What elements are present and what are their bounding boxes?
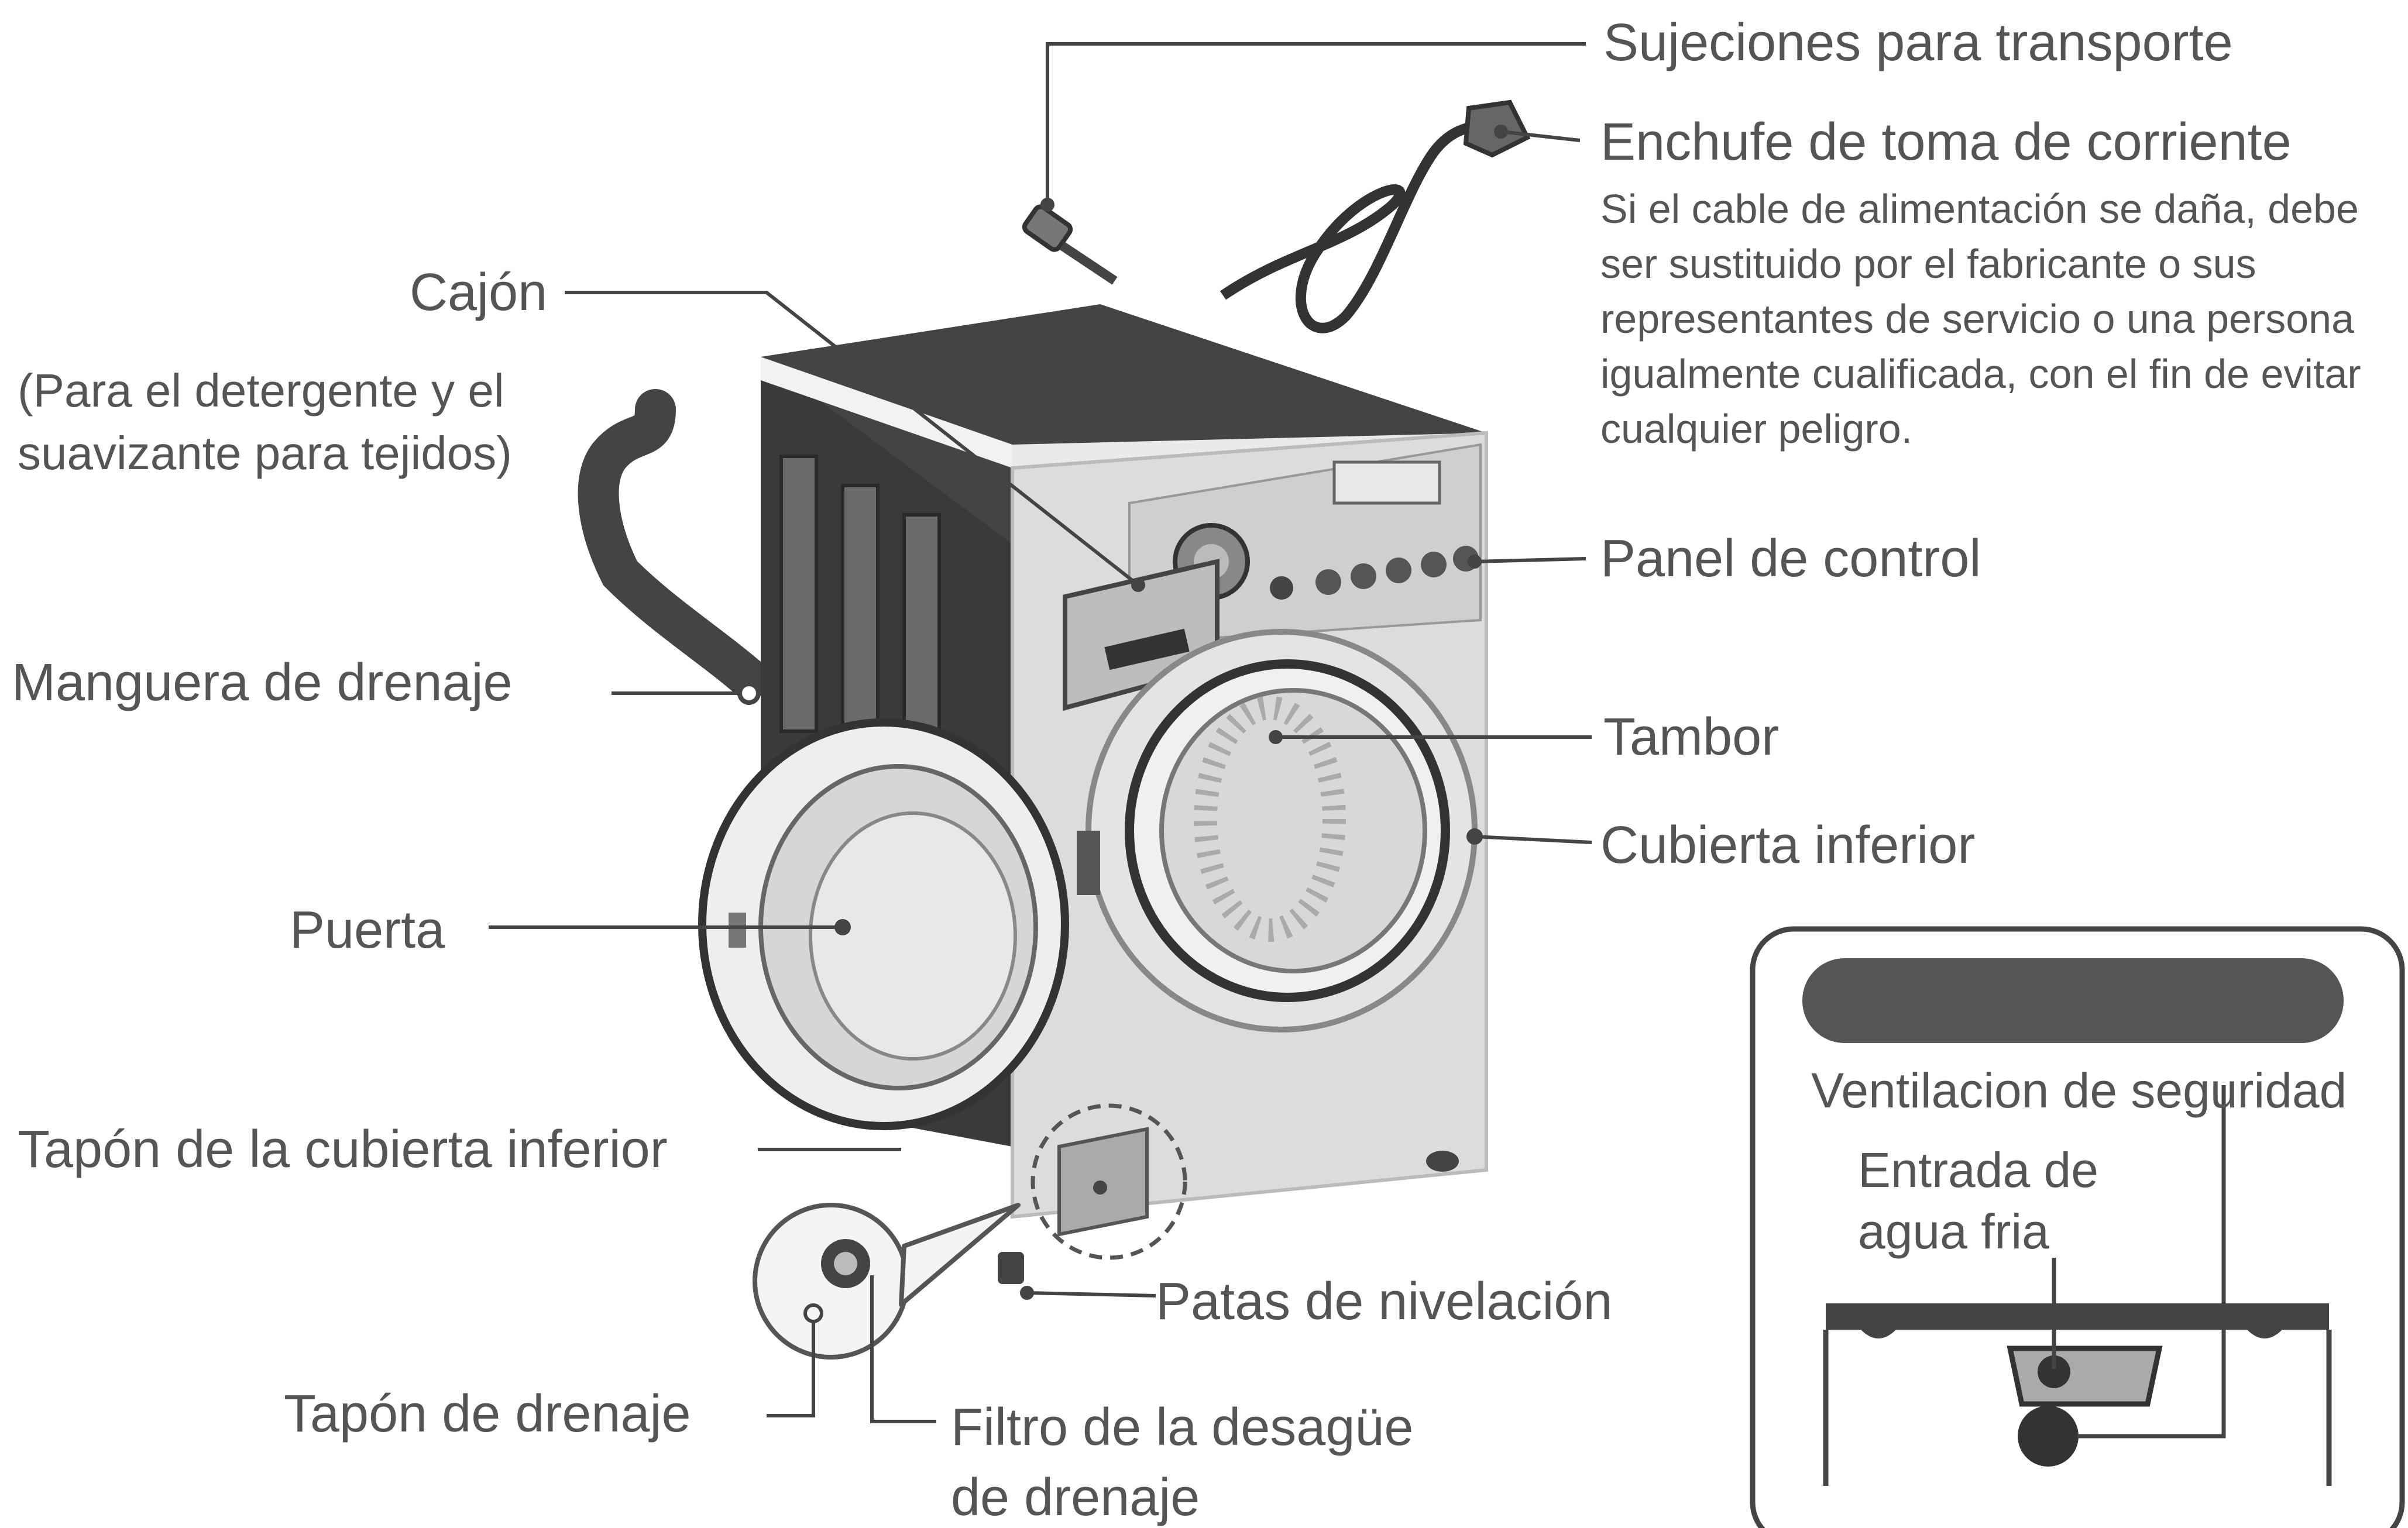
label-cajon-note-2: suavizante para tejidos) bbox=[18, 427, 512, 479]
water-inlet bbox=[2007, 1345, 2163, 1407]
label-tambor: Tambor bbox=[1603, 708, 1780, 766]
inset-panel bbox=[1750, 926, 2405, 1528]
leader-patas bbox=[1026, 1291, 1156, 1298]
label-panel: Panel de control bbox=[1600, 529, 1981, 588]
lower-cover-detail bbox=[1030, 1103, 1187, 1260]
label-patas: Patas de nivelación bbox=[1156, 1272, 1613, 1331]
leader-filtro bbox=[870, 1275, 936, 1423]
drain-hose bbox=[578, 389, 770, 699]
leader-tapon-drenaje bbox=[767, 1322, 815, 1417]
transport-bolt-icon bbox=[1022, 204, 1118, 285]
inset-label-ventilacion: Ventilacion de seguridad bbox=[1811, 1063, 2347, 1118]
leader-sujeciones bbox=[1046, 42, 1586, 202]
label-cajon: Cajón bbox=[410, 263, 548, 322]
power-cord bbox=[1220, 121, 1494, 333]
label-filtro-2: de drenaje bbox=[951, 1468, 1200, 1527]
label-cajon-note-1: (Para el detergente y el bbox=[18, 364, 504, 417]
label-tapon-drenaje: Tapón de drenaje bbox=[284, 1385, 691, 1443]
leader-enchufe bbox=[1500, 130, 1581, 142]
label-puerta: Puerta bbox=[290, 901, 445, 959]
label-enchufe: Enchufe de toma de corriente bbox=[1600, 113, 2292, 171]
leader-cajon bbox=[565, 291, 1139, 587]
machine-top bbox=[761, 304, 1486, 544]
label-manguera: Manguera de drenaje bbox=[12, 653, 513, 712]
label-filtro-1: Filtro de la desagüe bbox=[951, 1398, 1414, 1457]
leader-cubierta bbox=[1474, 835, 1592, 844]
safety-vent bbox=[2018, 1406, 2079, 1467]
inset-header-bar bbox=[1802, 958, 2344, 1043]
leveling-foot bbox=[998, 1252, 1024, 1284]
label-cubierta: Cubierta inferior bbox=[1600, 816, 1976, 875]
label-tapon-cubierta: Tapón de la cubierta inferior bbox=[18, 1120, 668, 1179]
inset-label-entrada-2: agua fria bbox=[1858, 1204, 2049, 1259]
label-enchufe-note: Si el cable de alimentación se daña, deb… bbox=[1600, 186, 2361, 452]
inset-label-entrada-1: Entrada de bbox=[1858, 1142, 2098, 1197]
label-sujeciones: Sujeciones para transporte bbox=[1603, 13, 2233, 72]
leader-panel bbox=[1474, 557, 1586, 563]
drum bbox=[1159, 688, 1427, 973]
